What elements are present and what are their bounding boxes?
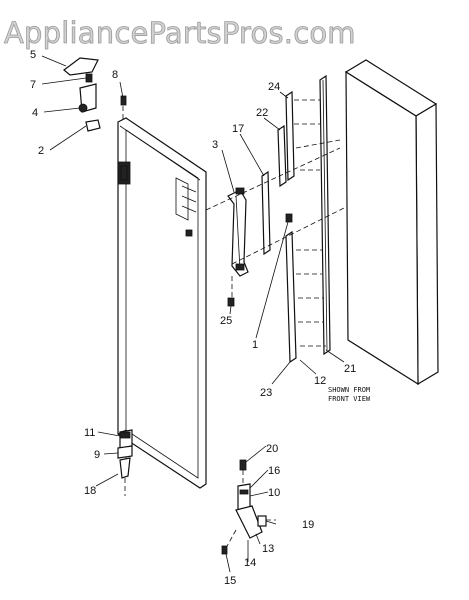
hinge-screw-part bbox=[85, 73, 93, 83]
callouts: 5 7 4 2 8 3 17 22 24 25 1 23 12 21 11 9 … bbox=[30, 49, 356, 587]
callout-23: 23 bbox=[260, 387, 272, 399]
callout-15: 15 bbox=[224, 575, 236, 587]
callout-17: 17 bbox=[232, 123, 244, 135]
callout-16: 16 bbox=[268, 465, 280, 477]
callout-5: 5 bbox=[30, 49, 36, 61]
note-line-1: SHOWN FROM bbox=[328, 386, 370, 394]
callout-22: 22 bbox=[256, 107, 268, 119]
door-screw-part bbox=[120, 95, 127, 106]
callout-2: 2 bbox=[38, 145, 44, 157]
assembly-guide-lines bbox=[205, 99, 349, 347]
callout-20: 20 bbox=[266, 443, 278, 455]
outer-door-panel bbox=[344, 59, 439, 386]
callout-13: 13 bbox=[262, 543, 274, 555]
watermark-text: AppliancePartsPros.com bbox=[4, 16, 356, 50]
bottom-hinge-assembly-right bbox=[221, 459, 276, 555]
callout-14: 14 bbox=[244, 557, 256, 569]
callout-11: 11 bbox=[84, 427, 95, 439]
hinge-shim-part bbox=[85, 119, 101, 132]
view-note: SHOWN FROM FRONT VIEW bbox=[328, 386, 371, 403]
callout-1: 1 bbox=[252, 339, 258, 351]
top-hinge-assembly bbox=[63, 57, 127, 132]
callout-10: 10 bbox=[268, 487, 280, 499]
callout-21: 21 bbox=[344, 363, 356, 375]
callout-19: 19 bbox=[302, 519, 314, 531]
callout-3: 3 bbox=[212, 139, 218, 151]
callout-8: 8 bbox=[112, 69, 118, 81]
callout-12: 12 bbox=[314, 375, 326, 387]
callout-9: 9 bbox=[94, 449, 100, 461]
leader-lines bbox=[41, 55, 345, 573]
callout-25: 25 bbox=[220, 315, 232, 327]
note-line-2: FRONT VIEW bbox=[328, 395, 371, 403]
hinge-pin-part bbox=[78, 103, 88, 113]
door-rail bbox=[319, 74, 331, 356]
callout-24: 24 bbox=[268, 81, 280, 93]
callout-18: 18 bbox=[84, 485, 96, 497]
bottom-hinge-assembly-left bbox=[117, 429, 133, 496]
hinge-cover-part bbox=[63, 57, 99, 76]
door-panel bbox=[117, 117, 207, 489]
handle-assembly bbox=[227, 90, 297, 364]
door-hardware-block bbox=[117, 161, 131, 185]
callout-4: 4 bbox=[32, 107, 38, 119]
callout-7: 7 bbox=[30, 79, 36, 91]
